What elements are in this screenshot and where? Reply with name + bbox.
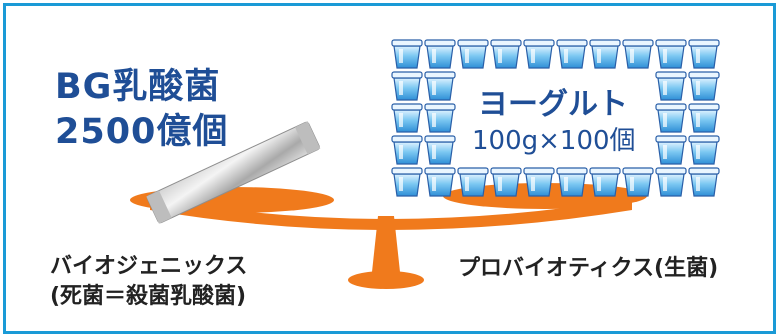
yogurt-cup [622,167,654,197]
yogurt-cup [622,39,654,69]
yogurt-cup [391,71,423,101]
left-label-line2: (死菌＝殺菌乳酸菌) [50,284,247,309]
yogurt-cup [424,135,456,165]
left-label-line1: バイオジェニックス [50,254,248,279]
yogurt-cup [490,167,522,197]
yogurt-cup [655,39,687,69]
yogurt-cup [688,71,720,101]
yogurt-cup [424,103,456,133]
yogurt-cup [490,39,522,69]
yogurt-cup [688,103,720,133]
yogurt-cup [424,39,456,69]
yogurt-cup [655,71,687,101]
scale-beam [150,198,632,230]
yogurt-cup [688,135,720,165]
balance-scale-illustration [130,39,720,289]
yogurt-cup [424,167,456,197]
stick-sachet [146,121,321,224]
yogurt-cup [589,39,621,69]
yogurt-cup [523,39,555,69]
yogurt-cup [391,167,423,197]
yogurt-cup [688,39,720,69]
yogurt-cup [523,167,555,197]
yogurt-title: ヨーグルト [478,87,628,122]
yogurt-cup [589,167,621,197]
yogurt-cup [391,103,423,133]
yogurt-cup [655,167,687,197]
yogurt-cup [688,167,720,197]
yogurt-amount: 100g×100個 [472,126,636,156]
yogurt-cup [457,167,489,197]
right-label: プロバイオティクス(生菌) [458,256,719,281]
yogurt-cup [391,39,423,69]
yogurt-cup [655,135,687,165]
scale-base [348,271,424,289]
yogurt-cups-frame [391,39,720,197]
yogurt-cup [391,135,423,165]
yogurt-cup [424,71,456,101]
headline-line1: BG乳酸菌 [55,67,221,107]
scale-post [372,216,400,272]
headline-line2: 2500億個 [55,112,229,152]
yogurt-cup [556,167,588,197]
yogurt-cup [556,39,588,69]
yogurt-cup [457,39,489,69]
yogurt-cup [655,103,687,133]
